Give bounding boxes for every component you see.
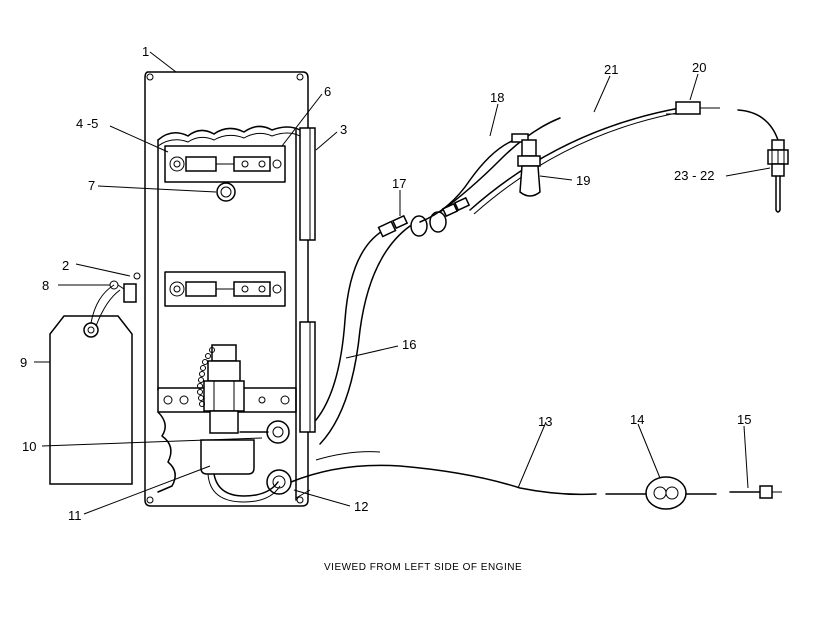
- callout-7: 7: [88, 178, 95, 193]
- cable-clamp: [377, 196, 471, 238]
- tag-connector: [109, 280, 137, 303]
- callout-12: 12: [354, 499, 368, 514]
- callout-23-22: 23 - 22: [674, 168, 714, 183]
- callout-20: 20: [692, 60, 706, 75]
- side-screw: [133, 272, 141, 280]
- wire-terminal: [729, 485, 782, 499]
- leader-lines: [34, 51, 771, 515]
- sensor-fitting: [511, 133, 541, 197]
- upper-fuse-holder: [164, 145, 286, 183]
- side-bracket: [299, 127, 316, 433]
- callout-10: 10: [22, 439, 36, 454]
- mounting-panel: [144, 71, 309, 507]
- callout-18: 18: [490, 90, 504, 105]
- lower-fuse-holder: [164, 271, 286, 307]
- wire-connector: [666, 101, 720, 115]
- callout-14: 14: [630, 412, 644, 427]
- bead-chain: [197, 347, 215, 407]
- callout-4-5: 4 -5: [76, 116, 98, 131]
- wiring-harness: [290, 101, 789, 510]
- callout-13: 13: [538, 414, 552, 429]
- callout-3: 3: [340, 122, 347, 137]
- callout-21: 21: [604, 62, 618, 77]
- callout-8: 8: [42, 278, 49, 293]
- identification-tag: [49, 284, 133, 485]
- callout-6: 6: [324, 84, 331, 99]
- callout-15: 15: [737, 412, 751, 427]
- callout-11: 11: [68, 508, 82, 523]
- callout-labels: 1 2 3 4 -5 6 7 8 9 10 11 12 13 14 15 16 …: [20, 44, 751, 523]
- temperature-sensor: [737, 109, 789, 213]
- inline-connector: [605, 476, 717, 510]
- grommet: [216, 182, 236, 202]
- callout-19: 19: [576, 173, 590, 188]
- callout-16: 16: [402, 337, 416, 352]
- connector-assembly: [157, 344, 297, 503]
- callout-2: 2: [62, 258, 69, 273]
- view-caption: VIEWED FROM LEFT SIDE OF ENGINE: [324, 562, 522, 573]
- callout-1: 1: [142, 44, 149, 59]
- callout-17: 17: [392, 176, 406, 191]
- callout-9: 9: [20, 355, 27, 370]
